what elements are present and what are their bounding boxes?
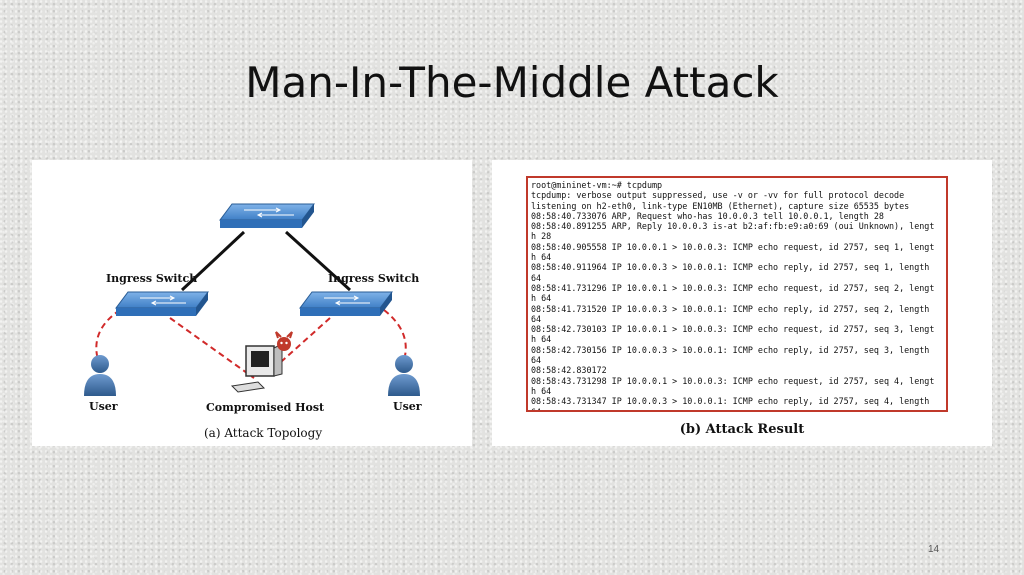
ingress-switch-right-icon — [299, 291, 393, 316]
user-left-label: User — [89, 400, 118, 413]
topology-caption: (a) Attack Topology — [204, 426, 322, 440]
ingress-switch-right-label: Ingress Switch — [328, 272, 419, 285]
page-number: 14 — [928, 544, 940, 555]
terminal-line: 08:58:42.730103 IP 10.0.0.1 > 10.0.0.3: … — [531, 324, 935, 335]
terminal-line: 64 — [531, 313, 542, 324]
terminal-line: 08:58:40.891255 ARP, Reply 10.0.0.3 is-a… — [531, 221, 935, 232]
terminal-line: 08:58:43.731347 IP 10.0.0.3 > 10.0.0.1: … — [531, 396, 930, 407]
terminal-line: h 28 — [531, 231, 552, 242]
terminal-line: 08:58:43.731298 IP 10.0.0.1 > 10.0.0.3: … — [531, 375, 935, 386]
terminal-line: h 64 — [531, 293, 552, 304]
terminal-line: tcpdump: verbose output suppressed, use … — [531, 190, 905, 201]
user-right-label: User — [393, 400, 422, 413]
link-core-right — [284, 230, 352, 292]
topology-diagram: Ingress Switch Ingress Switch User User — [84, 203, 422, 440]
terminal-line: h 64 — [531, 252, 552, 263]
result-caption: (b) Attack Result — [679, 422, 805, 437]
terminal-line: 08:58:41.731296 IP 10.0.0.1 > 10.0.0.3: … — [531, 282, 935, 293]
compromised-host-label: Compromised Host — [206, 401, 325, 414]
terminal-line: 08:58:40.905558 IP 10.0.0.1 > 10.0.0.3: … — [531, 241, 935, 252]
ingress-switch-left-label: Ingress Switch — [106, 272, 197, 285]
attack-topology-figure: Ingress Switch Ingress Switch User User — [32, 160, 472, 446]
ingress-switch-left-icon — [115, 291, 209, 316]
terminal-line: 08:58:41.731520 IP 10.0.0.3 > 10.0.0.1: … — [531, 303, 930, 314]
core-switch-icon — [219, 203, 315, 228]
devil-icon — [275, 331, 293, 351]
slide-title: Man-In-The-Middle Attack — [245, 58, 779, 107]
terminal-line: 08:58:42.830172 — [531, 365, 607, 376]
terminal-line: 64 — [531, 406, 542, 412]
terminal-line: 64 — [531, 355, 542, 366]
user-left-icon — [84, 355, 116, 396]
link-core-left — [180, 230, 246, 292]
terminal-line: listening on h2-eth0, link-type EN10MB (… — [531, 200, 910, 211]
link-user-right — [383, 309, 407, 361]
terminal-line: 08:58:40.911964 IP 10.0.0.3 > 10.0.0.1: … — [531, 262, 930, 273]
user-right-icon — [388, 355, 420, 396]
terminal-line: h 64 — [531, 334, 552, 345]
terminal-line: root@mininet-vm:~# tcpdump — [531, 180, 663, 190]
terminal-line: h 64 — [531, 385, 552, 396]
link-host-left — [169, 317, 255, 379]
terminal-line: 08:58:42.730156 IP 10.0.0.3 > 10.0.0.1: … — [531, 344, 930, 355]
terminal-line: 08:58:40.733076 ARP, Request who-has 10.… — [531, 210, 884, 221]
terminal-line: 64 — [531, 272, 542, 283]
link-user-left — [95, 309, 121, 361]
